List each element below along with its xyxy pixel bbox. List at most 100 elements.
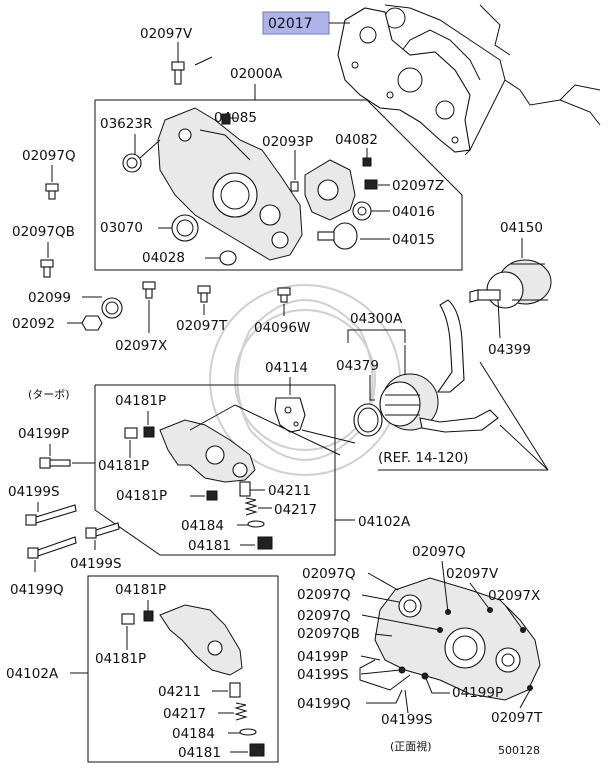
label-04379[interactable]: 04379 — [336, 358, 379, 374]
label-04211-a[interactable]: 04211 — [268, 483, 311, 499]
label-04181-b[interactable]: 04181 — [178, 745, 221, 761]
gasket-04184-b — [239, 728, 257, 736]
label-04199S-r1[interactable]: 04199S — [297, 667, 349, 683]
gasket-04184-a — [247, 520, 265, 528]
label-02097QB-r[interactable]: 02097QB — [297, 626, 360, 642]
label-04211-b[interactable]: 04211 — [158, 684, 201, 700]
label-02000A[interactable]: 02000A — [230, 66, 283, 82]
label-ref-note[interactable]: (REF. 14-120) — [378, 450, 468, 466]
spring-04217-b — [234, 702, 248, 721]
label-02097Q-r1[interactable]: 02097Q — [412, 544, 466, 560]
engine-block-outline — [384, 4, 601, 156]
label-02097Z[interactable]: 02097Z — [392, 178, 444, 194]
plug-04181-b — [249, 743, 265, 757]
label-03070[interactable]: 03070 — [100, 220, 143, 236]
label-02097Q-r4[interactable]: 02097Q — [297, 608, 351, 624]
oil-seal-03623R — [122, 153, 142, 173]
label-02097X-mid[interactable]: 02097X — [115, 338, 167, 354]
label-02097Q-r2[interactable]: 02097Q — [302, 566, 356, 582]
label-04114[interactable]: 04114 — [265, 360, 308, 376]
plug-04181-a — [257, 536, 273, 550]
label-turbo-note[interactable]: (ターボ) — [28, 388, 70, 401]
plug-04181P-c — [206, 490, 218, 501]
bolt-04199S-mid — [85, 522, 120, 539]
label-04181P-d[interactable]: 04181P — [115, 582, 166, 598]
o-ring-04028 — [219, 250, 237, 266]
label-02097V-top[interactable]: 02097V — [140, 26, 193, 42]
label-04199P-left[interactable]: 04199P — [18, 426, 69, 442]
label-04399[interactable]: 04399 — [488, 342, 531, 358]
oil-pump-cover — [304, 159, 356, 221]
label-04217-a[interactable]: 04217 — [274, 502, 317, 518]
spring-04217-a — [244, 497, 258, 516]
label-02097Q-left[interactable]: 02097Q — [22, 148, 76, 164]
bolt-02097Q-left — [45, 183, 59, 200]
label-04181P-e[interactable]: 04181P — [95, 651, 146, 667]
label-02097Q-r3[interactable]: 02097Q — [297, 587, 351, 603]
gear-04015 — [317, 222, 358, 250]
gear-04016 — [352, 201, 372, 221]
label-04028[interactable]: 04028 — [142, 250, 185, 266]
label-04217-b[interactable]: 04217 — [163, 706, 206, 722]
label-04199S-mid[interactable]: 04199S — [70, 556, 122, 572]
oil-cooler-04300A — [379, 373, 439, 431]
label-02093P[interactable]: 02093P — [262, 134, 313, 150]
bolt-04199S-left — [25, 504, 77, 526]
label-04150[interactable]: 04150 — [500, 220, 543, 236]
plug-04082 — [362, 157, 372, 167]
label-02092[interactable]: 02092 — [12, 316, 55, 332]
bolt-02097X-mid — [142, 281, 156, 299]
label-04199Q-r[interactable]: 04199Q — [297, 696, 351, 712]
label-04199P-r1[interactable]: 04199P — [297, 649, 348, 665]
bolt-02097T-mid — [197, 285, 211, 303]
assembly-box-02000A — [94, 99, 463, 271]
ring-02099 — [101, 297, 123, 319]
label-02097X-r[interactable]: 02097X — [488, 588, 540, 604]
bolt-02097V — [171, 61, 185, 85]
plug-02092 — [81, 315, 103, 331]
label-04102A-right[interactable]: 04102A — [358, 514, 411, 530]
label-02097V-r[interactable]: 02097V — [446, 566, 499, 582]
label-04199S-r2[interactable]: 04199S — [381, 712, 433, 728]
label-04181P-a[interactable]: 04181P — [115, 393, 166, 409]
oil-seal-03070 — [171, 214, 199, 242]
label-04096W[interactable]: 04096W — [254, 320, 310, 336]
label-04199S-left[interactable]: 04199S — [8, 484, 60, 500]
oil-pump-relief-housing-turbo — [159, 419, 256, 483]
label-04082[interactable]: 04082 — [335, 132, 378, 148]
label-02097T-mid[interactable]: 02097T — [176, 318, 228, 334]
figure-number: 500128 — [498, 744, 540, 757]
union-bolt-04399 — [469, 289, 501, 303]
label-front-view-note[interactable]: (正面視) — [390, 739, 432, 753]
label-03623R[interactable]: 03623R — [100, 116, 152, 132]
assembly-box-04102A-lower — [87, 575, 279, 763]
plunger-04211-a — [239, 481, 251, 497]
pin-02093P — [290, 181, 299, 192]
timing-cover-gasket — [337, 7, 471, 153]
label-04199P-r2[interactable]: 04199P — [452, 685, 503, 701]
gasket-04114 — [274, 397, 306, 433]
label-02017[interactable]: 02017 — [268, 16, 313, 32]
label-04199Q-left[interactable]: 04199Q — [10, 582, 64, 598]
label-04015[interactable]: 04015 — [392, 232, 435, 248]
plug-04181P-d — [121, 610, 154, 625]
bolt-02097QB-left — [40, 259, 54, 278]
label-02097T-r[interactable]: 02097T — [491, 710, 543, 726]
plug-04181P-a — [124, 426, 155, 439]
bolt-04199Q-left — [27, 536, 77, 559]
label-02099[interactable]: 02099 — [28, 290, 71, 306]
label-04184-a[interactable]: 04184 — [181, 518, 224, 534]
label-04016[interactable]: 04016 — [392, 204, 435, 220]
oil-pump-housing — [157, 107, 303, 261]
label-04181P-c[interactable]: 04181P — [116, 488, 167, 504]
bolt-04199P-left — [39, 457, 71, 469]
label-04184-b[interactable]: 04184 — [172, 726, 215, 742]
label-04181-a[interactable]: 04181 — [188, 538, 231, 554]
label-04300A[interactable]: 04300A — [350, 311, 403, 327]
label-02097QB-left[interactable]: 02097QB — [12, 224, 75, 240]
label-04181P-b[interactable]: 04181P — [98, 458, 149, 474]
plunger-04211-b — [229, 682, 241, 698]
label-04102A-left[interactable]: 04102A — [6, 666, 59, 682]
